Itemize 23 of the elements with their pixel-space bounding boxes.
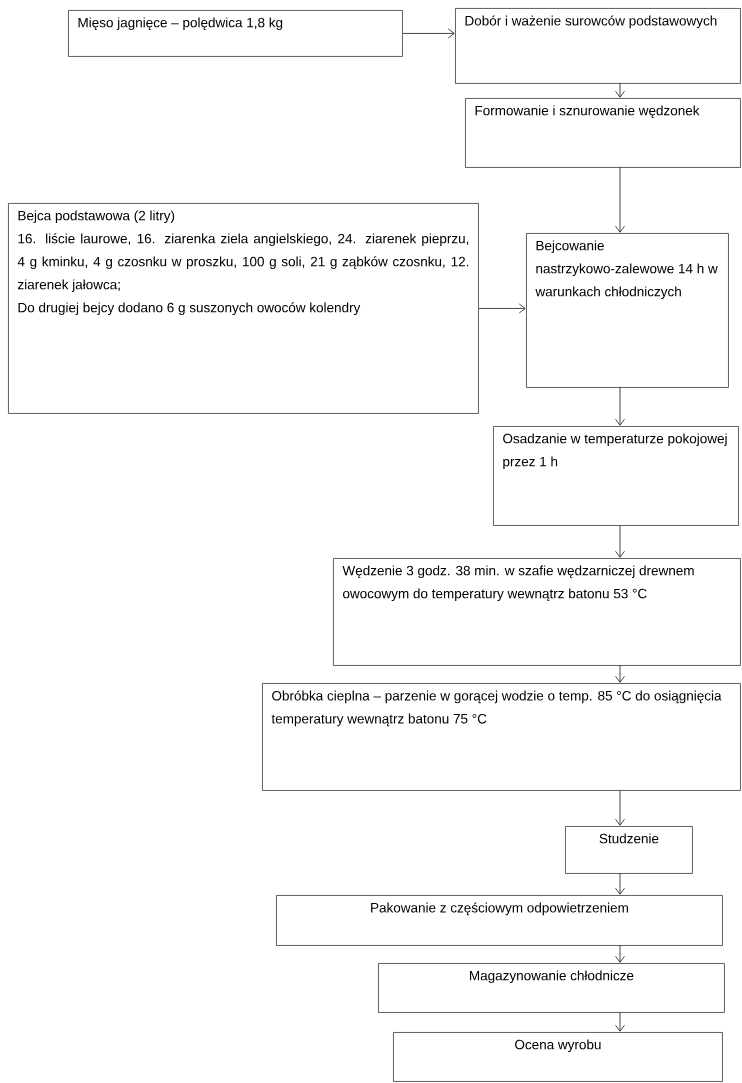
process-box: Mięso jagnięce – polędwica 1,8 kg — [68, 10, 403, 57]
process-box: Pakowanie z częściowym odpowietrzeniem — [276, 895, 723, 946]
arrow — [615, 872, 625, 895]
process-box: Formowanie i sznurowanie wędzonek — [465, 98, 741, 168]
process-box: Obróbka cieplna – parzenie w gorącej wodzie o temp. 85 °C do osiągnięcia temperatury wewnątrz batonu 75 °C — [262, 683, 741, 791]
arrow — [615, 166, 625, 233]
arrow — [615, 386, 625, 426]
process-box: Studzenie — [565, 826, 693, 874]
process-box: Magazynowanie chłodnicze — [378, 963, 725, 1013]
arrow — [615, 524, 625, 558]
process-box: Wędzenie 3 godz. 38 min. w szafie wędzarniczej drewnem owocowym do temperatury wewnątrz batonu 53 °C — [333, 558, 741, 666]
arrow — [615, 789, 625, 826]
arrow — [402, 28, 455, 39]
arrow — [478, 303, 526, 314]
arrow — [615, 664, 625, 683]
arrow — [615, 1011, 625, 1032]
arrow — [615, 944, 625, 963]
process-box: Ocena wyrobu — [393, 1032, 723, 1082]
process-box: Osadzanie w temperaturze pokojowej przez 1 h — [493, 426, 739, 526]
process-box: Bejcowanie nastrzykowo-zalewowe 14 h w warunkach chłodniczych — [526, 233, 729, 388]
arrow — [615, 82, 625, 98]
process-box: Dobór i ważenie surowców podstawowych — [455, 8, 741, 84]
process-box: Bejca podstawowa (2 litry) 16. liście laurowe, 16. ziarenka ziela angielskiego, 24. ziarenek pieprzu, 4 g kminku, 4 g czosnku w proszku, 100 g soli, 21 g ząbków czosnku, 12. ziarenek jałowca; Do drugiej bejcy dodano 6 g suszonych owoców kolendry — [8, 203, 479, 414]
